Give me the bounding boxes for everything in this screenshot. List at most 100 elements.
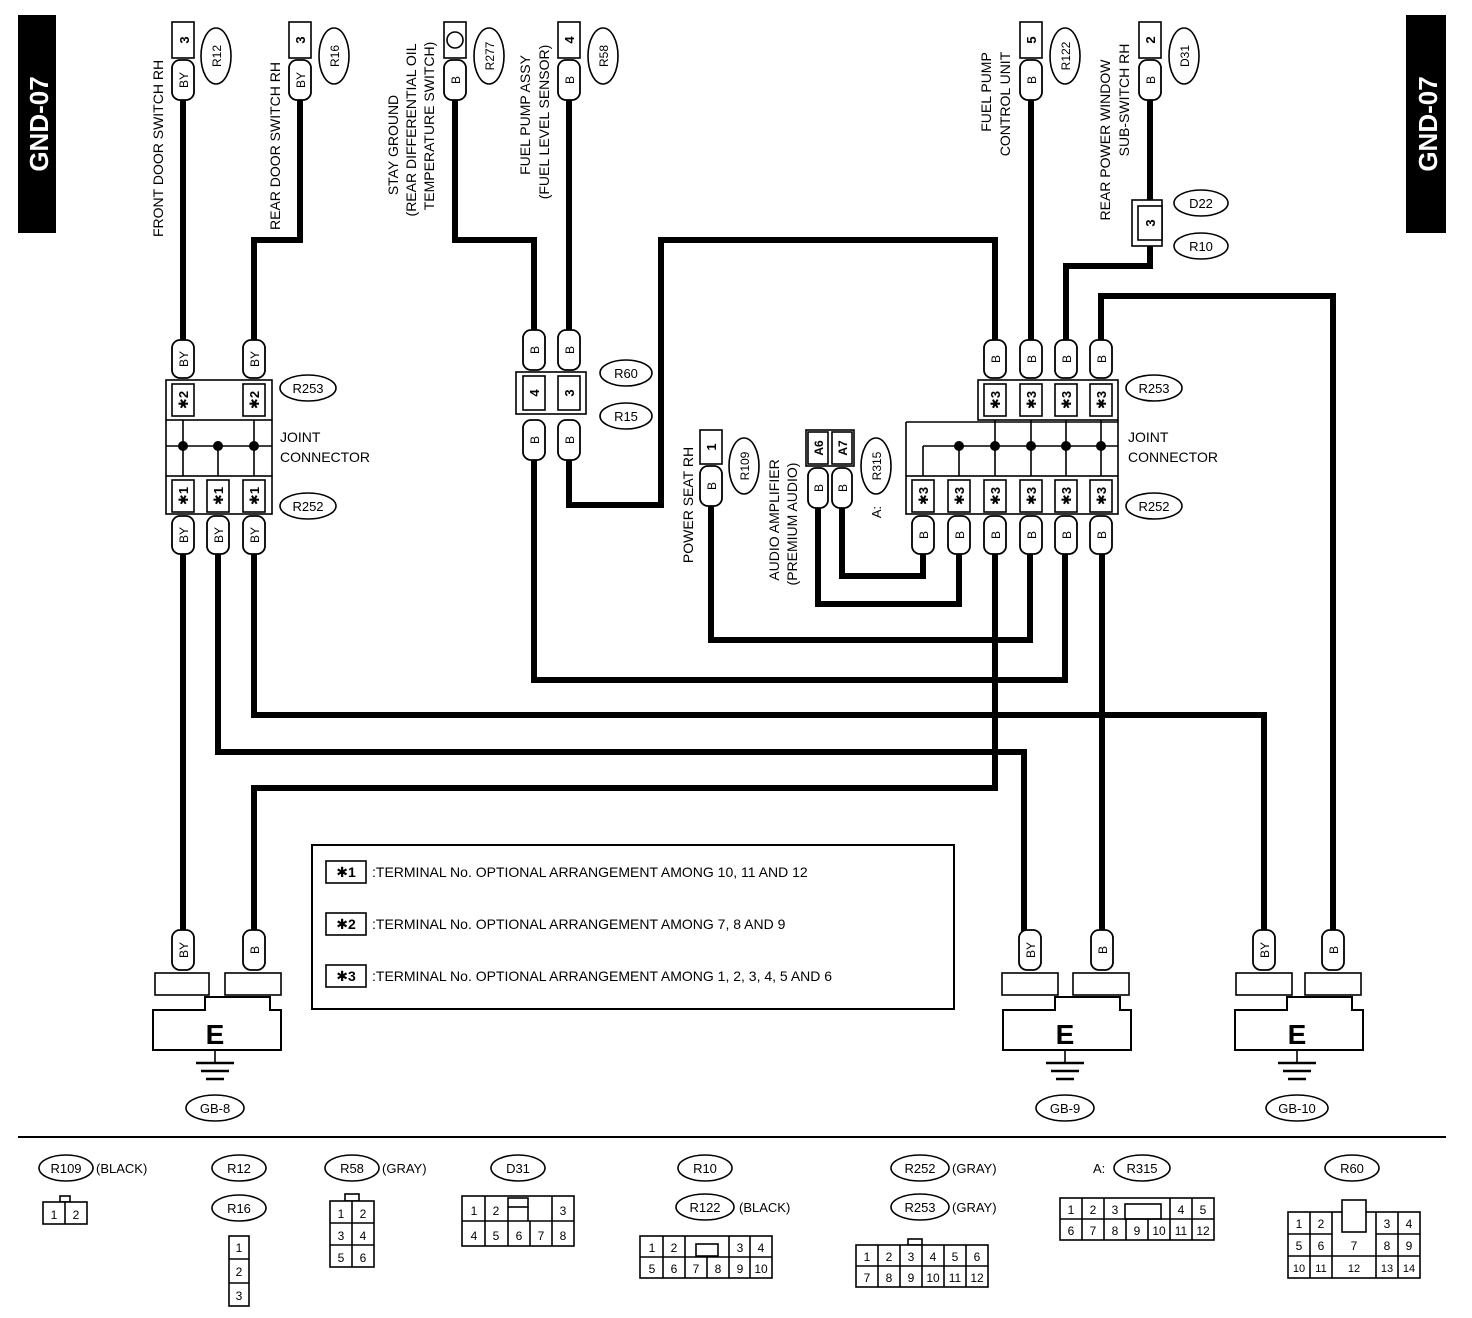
pin-cell: 9: [908, 1271, 915, 1285]
wire-color-label: B: [812, 484, 826, 492]
wire-color-label: B: [989, 355, 1003, 363]
connector-view-r58: R58 (GRAY) 1 2 3 4 5 6: [324, 1154, 427, 1268]
pin-label: ✱1: [211, 487, 226, 505]
pin-cell: 10: [926, 1271, 940, 1285]
pin-label: 5: [1024, 36, 1039, 43]
pin-cell: 8: [560, 1229, 567, 1243]
pin-cell: 4: [758, 1241, 765, 1255]
rear-power-window-sub-switch-rh: REAR POWER WINDOW SUB-SWITCH RH 2 B D31 …: [1097, 21, 1229, 260]
legend-mark-3: ✱3: [336, 968, 356, 984]
ground-gb-8: BY B E GB-8: [152, 929, 282, 1122]
pin-cell: 1: [649, 1241, 656, 1255]
wire-color-label: B: [953, 531, 967, 539]
connector-view-r10-r122: R10 R122 (BLACK) 1 2 3 4 5 6 7 8 9 10: [639, 1154, 790, 1279]
pin-label: 3: [177, 36, 192, 43]
pin-cell: 14: [1403, 1263, 1415, 1275]
pin-cell: 2: [73, 1208, 80, 1222]
pin-label: ✱3: [1024, 391, 1039, 409]
joint-connector-right-label-1: JOINT: [1128, 429, 1169, 445]
pin-cell: 12: [1348, 1263, 1360, 1275]
pin-cell: 4: [471, 1229, 478, 1243]
ground-id-gb9: GB-9: [1050, 1101, 1080, 1116]
connector-view-note: (GRAY): [382, 1161, 427, 1176]
inline-connector-r60-r15: B B 4 3 B B R60 R15: [515, 329, 653, 461]
joint-connector-left-label-2: CONNECTOR: [280, 449, 370, 465]
legend-text-2: :TERMINAL No. OPTIONAL ARRANGEMENT AMONG…: [372, 916, 786, 932]
pin-cell: 5: [493, 1229, 500, 1243]
rear-pw-sub-label-2: SUB-SWITCH RH: [1116, 44, 1132, 157]
connector-view-name: R252: [904, 1161, 935, 1176]
pin-cell: 3: [1384, 1217, 1391, 1231]
legend-text-1: :TERMINAL No. OPTIONAL ARRANGEMENT AMONG…: [372, 864, 808, 880]
pin-label: ✱1: [247, 487, 262, 505]
pin-cell: 1: [471, 1204, 478, 1218]
pin-label: ✱3: [988, 487, 1003, 505]
pin-cell: 10: [1293, 1263, 1305, 1275]
wire-color-label: B: [1060, 531, 1074, 539]
pin-cell: 2: [886, 1250, 893, 1264]
pin-cell: 11: [1175, 1224, 1188, 1238]
pin-label: 1: [704, 443, 719, 450]
connector-id-R277: R277: [483, 41, 497, 70]
joint-connector-right: B B B B ✱3 ✱3 ✱3 ✱3 R253 JOINT CONNECT: [905, 339, 1218, 555]
connector-id-R253: R253: [1138, 381, 1169, 396]
connector-id-R12: R12: [210, 45, 224, 67]
pin-cell: 6: [1318, 1239, 1325, 1253]
connector-view-r12-r16: R12 R16 1 2 3: [211, 1154, 267, 1307]
front-door-switch-rh: FRONT DOOR SWITCH RH 3 BY R12: [150, 21, 232, 237]
pin-label: ✱3: [1059, 487, 1074, 505]
ground-letter: E: [206, 1019, 225, 1050]
pin-label: 3: [1143, 219, 1158, 226]
pin-cell: 7: [1090, 1224, 1097, 1238]
wires: [180, 97, 1336, 933]
pin-label: ✱1: [176, 487, 191, 505]
fuel-pump-assy: FUEL PUMP ASSY (FUEL LEVEL SENSOR) 4 B R…: [517, 21, 619, 199]
pin-cell: 7: [864, 1271, 871, 1285]
connector-view-note: (BLACK): [739, 1200, 790, 1215]
stay-ground-label-2: (REAR DIFFERENTIAL OIL: [403, 43, 419, 216]
pin-cell: 4: [1178, 1203, 1185, 1217]
connector-view-name: D31: [506, 1161, 530, 1176]
pin-cell: 3: [560, 1204, 567, 1218]
wire-color-label: BY: [1258, 942, 1272, 958]
ground-gb-10: BY B E GB-10: [1234, 929, 1364, 1122]
wire-color-label: B: [705, 482, 719, 490]
pin-cell: 3: [338, 1229, 345, 1243]
pin-cell: 3: [1112, 1203, 1119, 1217]
connector-id-R122: R122: [1059, 41, 1073, 70]
wire-color-label: BY: [1024, 942, 1038, 958]
rear-pw-sub-label-1: REAR POWER WINDOW: [1097, 59, 1113, 221]
wire-color-label: B: [917, 531, 931, 539]
wire-color-label: B: [1095, 355, 1109, 363]
wire-color-label: B: [1327, 946, 1341, 954]
audio-amp-label-2: (PREMIUM AUDIO): [784, 463, 800, 586]
connector-view-name: R12: [227, 1161, 251, 1176]
wire-color-label: B: [1096, 946, 1110, 954]
pin-label: 2: [1143, 36, 1158, 43]
audio-amp-label-1: AUDIO AMPLIFIER: [766, 459, 782, 580]
connector-view-name: R315: [1126, 1161, 1157, 1176]
connector-view-r60: R60 1 2 3 4 5 6 7 8 9 10 11 12 13 14: [1287, 1154, 1421, 1279]
connector-id-R315: R315: [870, 451, 884, 480]
connector-view-note: (GRAY): [952, 1161, 997, 1176]
ground-gb-9: BY B E GB-9: [1001, 929, 1132, 1122]
wire-color-label: B: [563, 346, 577, 354]
pin-label: ✱3: [952, 487, 967, 505]
connector-id-D31: D31: [1178, 45, 1192, 67]
pin-cell: 8: [1112, 1224, 1119, 1238]
fuel-pump-cu-label-2: CONTROL UNIT: [997, 51, 1013, 156]
pin-label: ✱2: [176, 391, 191, 409]
wire-color-label: B: [563, 76, 577, 84]
pin-cell: 4: [1406, 1217, 1413, 1231]
pin-cell: 3: [236, 1289, 243, 1303]
audio-amplifier: AUDIO AMPLIFIER (PREMIUM AUDIO) A6 A7 B …: [766, 429, 892, 586]
wire-color-label: B: [836, 484, 850, 492]
front-door-switch-label: FRONT DOOR SWITCH RH: [150, 60, 166, 237]
wire-color-label: BY: [177, 527, 191, 543]
connector-view-r109: R109 (BLACK) 1 2: [38, 1154, 147, 1225]
pin-cell: 2: [236, 1265, 243, 1279]
connector-id-R15: R15: [614, 409, 638, 424]
wire-color-label: B: [563, 436, 577, 444]
pin-cell: 2: [1318, 1217, 1325, 1231]
joint-connector-left-label-1: JOINT: [280, 429, 321, 445]
